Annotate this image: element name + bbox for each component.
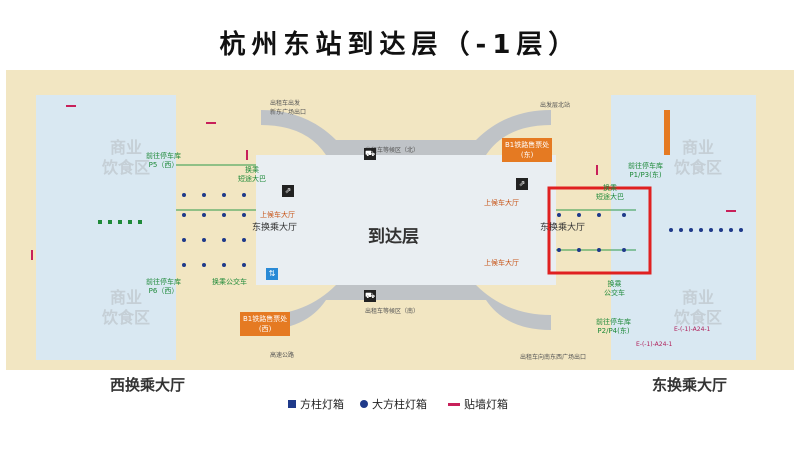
north-road bbox=[261, 110, 551, 155]
code-label-1: E-(-1)-A24-1 bbox=[674, 326, 711, 333]
shuttle-east: 换乘 短途大巴 bbox=[596, 184, 624, 201]
square-icon bbox=[288, 400, 296, 408]
bus-west: 换乘公交车 bbox=[212, 278, 247, 286]
parking-p2p4: 前往停车库 P2/P4(东) bbox=[596, 318, 631, 335]
ticket-office-east: B1铁路售票处 (东) bbox=[502, 138, 553, 162]
legend-bar: 贴墙灯箱 bbox=[448, 396, 508, 412]
legend-dot: 大方柱灯箱 bbox=[360, 396, 427, 412]
legend-square: 方柱灯箱 bbox=[288, 396, 344, 412]
west-transfer-label: 东换乘大厅 bbox=[252, 223, 298, 233]
note-top-left: 出租车出发 新东广场出口 bbox=[270, 100, 307, 116]
taxi-north: 出租车等候区（北） bbox=[365, 147, 420, 154]
west-green-glyphs bbox=[98, 220, 142, 224]
ticket-office-west: B1铁路售票处 (西) bbox=[240, 312, 291, 336]
upstairs-east-bottom: 上候车大厅 bbox=[484, 259, 519, 267]
east-hall-area bbox=[611, 95, 756, 360]
upstairs-east-top: 上候车大厅 bbox=[484, 199, 519, 207]
escalator-icon-east: ⇗ bbox=[516, 178, 528, 190]
upstairs-west: 上候车大厅 bbox=[260, 211, 295, 219]
highlight-box bbox=[547, 186, 652, 275]
taxi-icon-south: ⛟ bbox=[364, 290, 376, 302]
parking-p1p3: 前往停车库 P1/P3(东) bbox=[628, 162, 663, 179]
west-hall-area bbox=[36, 95, 176, 360]
parking-p5: 前往停车库 P5（西） bbox=[146, 152, 181, 169]
east-hall-label: 东换乘大厅 bbox=[652, 376, 728, 394]
legend-bar-label: 贴墙灯箱 bbox=[464, 398, 508, 411]
legend-dot-label: 大方柱灯箱 bbox=[372, 398, 427, 411]
bar-icon bbox=[448, 402, 460, 406]
page-title: 杭州东站到达层（-1层） bbox=[219, 30, 581, 60]
dot-icon bbox=[360, 400, 368, 408]
south-road bbox=[261, 285, 551, 330]
arrival-label: 到达层 bbox=[368, 227, 419, 247]
escalator-icon: ⇗ bbox=[282, 185, 294, 197]
map-graphics bbox=[31, 95, 756, 360]
note-bottom-left: 高速公路 bbox=[270, 352, 295, 359]
legend-square-label: 方柱灯箱 bbox=[300, 398, 344, 411]
west-hall-label: 西换乘大厅 bbox=[110, 376, 186, 394]
wall-marks bbox=[31, 105, 736, 260]
zone-east-top: 商业 饮食区 bbox=[673, 138, 722, 177]
bus-east: 换乘 公交车 bbox=[604, 280, 625, 297]
zone-west-bottom: 商业 饮食区 bbox=[101, 288, 150, 327]
taxi-south: 出租车等候区（南） bbox=[365, 308, 420, 315]
code-label-2: E-(-1)-A24-1 bbox=[636, 341, 673, 348]
parking-p6: 前往停车库 P6（西） bbox=[146, 278, 181, 295]
arrival-hall bbox=[256, 155, 556, 285]
note-bottom-right: 出租车向南东西广场出口 bbox=[520, 354, 587, 361]
east-transfer-label: 东换乘大厅 bbox=[540, 223, 586, 233]
note-top-right: 出发层北站 bbox=[540, 102, 571, 109]
west-column-dots bbox=[182, 193, 246, 267]
east-column-dots bbox=[557, 213, 743, 252]
shuttle-west: 换乘 短途大巴 bbox=[238, 166, 266, 183]
zone-east-bottom: 商业 饮食区 bbox=[673, 288, 722, 327]
zone-west-top: 商业 饮食区 bbox=[101, 138, 150, 177]
elevator-icon: ⇅ bbox=[266, 268, 278, 280]
taxi-icon-north: ⛟ bbox=[364, 148, 376, 160]
